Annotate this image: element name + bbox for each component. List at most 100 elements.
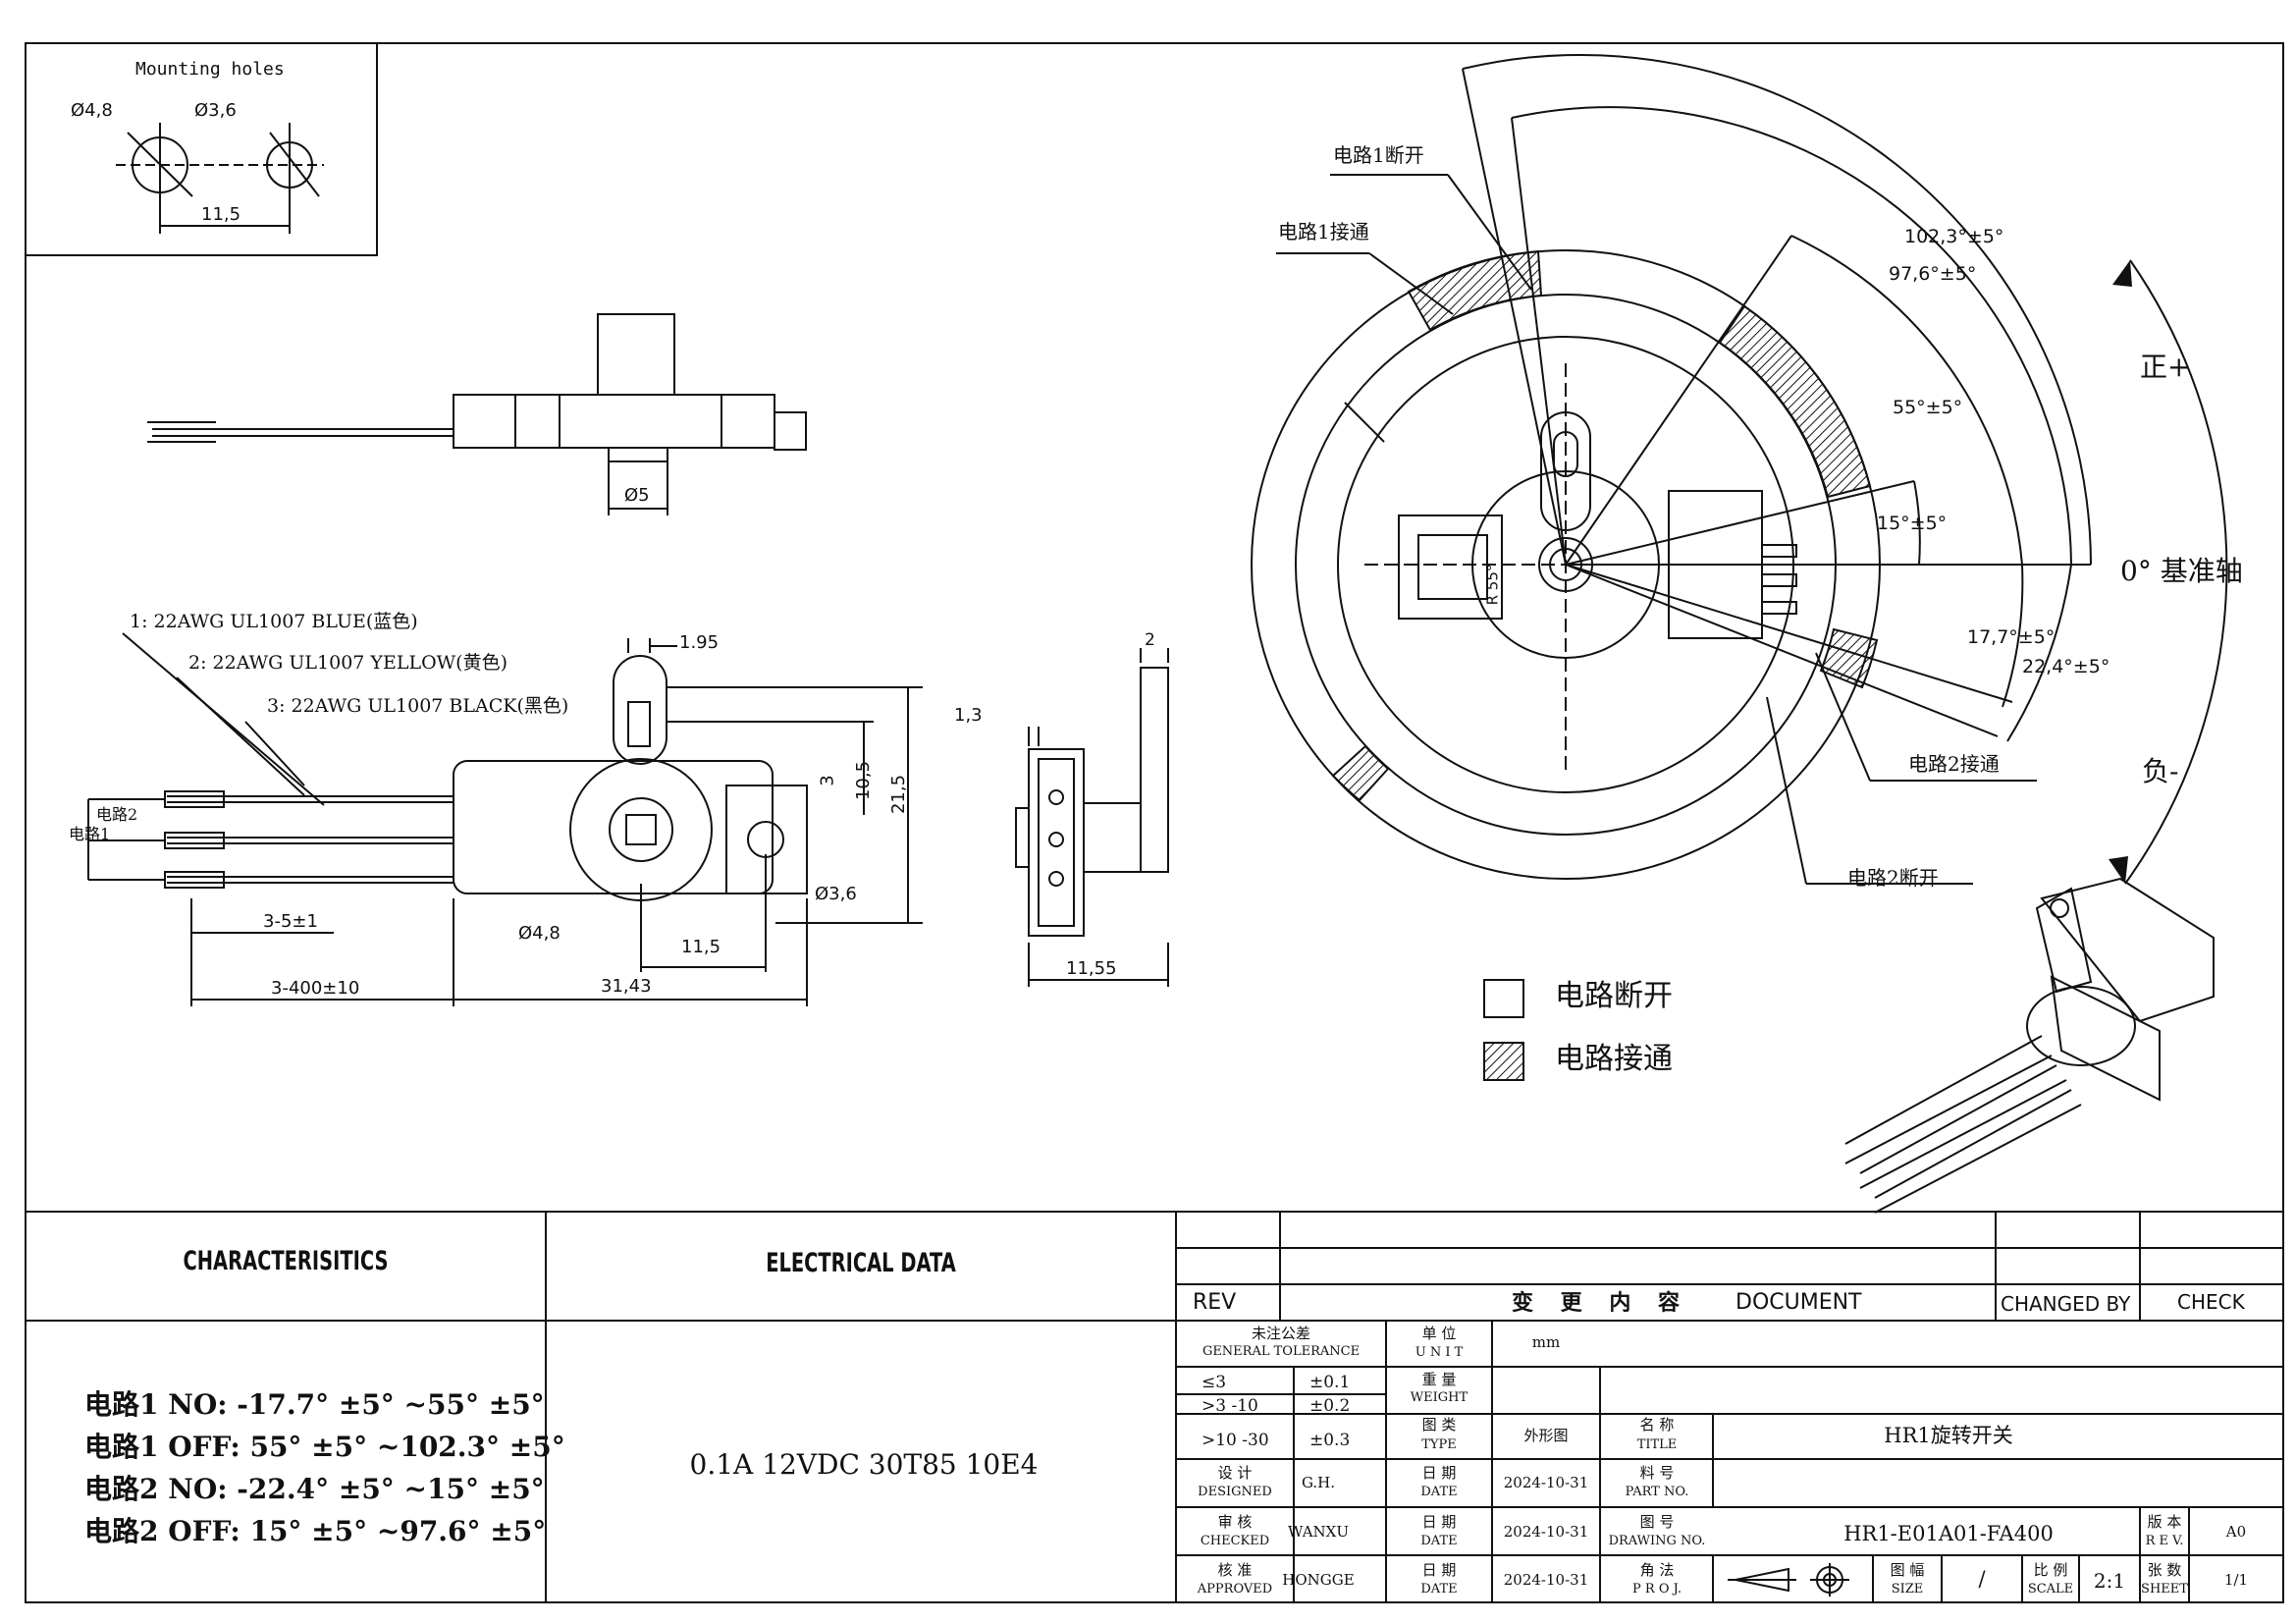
- size-value: /: [1978, 1567, 1986, 1591]
- approved-en: APPROVED: [1197, 1582, 1273, 1597]
- title-cn: 名 称: [1639, 1416, 1675, 1434]
- tol-range-3: >10 -30: [1201, 1431, 1269, 1450]
- scale-value: 2:1: [2093, 1569, 2126, 1593]
- type-cn: 图 类: [1421, 1416, 1457, 1434]
- mounting-hole-spacing: 11,5: [201, 204, 241, 225]
- zero-reference-axis: 0° 基准轴: [2120, 555, 2243, 587]
- designed-cn: 设 计: [1217, 1464, 1253, 1482]
- wire-1-spec: 1: 22AWG UL1007 BLUE(蓝色): [130, 611, 418, 632]
- partno-en: PART NO.: [1625, 1485, 1689, 1499]
- angle-22-4: 22,4°±5°: [2022, 656, 2110, 677]
- shaft-diameter: Ø5: [624, 485, 650, 506]
- date-value-2: 2024-10-31: [1503, 1523, 1589, 1541]
- checked-value: WANXU: [1288, 1523, 1349, 1541]
- gen-tol-cn: 未注公差: [1251, 1325, 1311, 1342]
- angle-55: 55°±5°: [1893, 397, 1963, 418]
- char-line-2: 电路1 OFF: 55° ±5° ~102.3° ±5°: [84, 1431, 565, 1463]
- drawno-cn: 图 号: [1639, 1513, 1675, 1531]
- checked-cn: 审 核: [1217, 1513, 1253, 1531]
- tol-val-3: ±0.3: [1309, 1431, 1351, 1450]
- dim-11-55: 11,55: [1066, 958, 1117, 979]
- unit-en: U N I T: [1415, 1345, 1464, 1360]
- document-header: DOCUMENT: [1735, 1290, 1862, 1315]
- circuit-1-label: 电路1: [69, 825, 111, 843]
- angle-97-6: 97,6°±5°: [1889, 263, 1977, 285]
- unit-value: mm: [1531, 1333, 1561, 1351]
- sheet-cn: 张 数: [2147, 1561, 2182, 1579]
- tol-val-2: ±0.2: [1309, 1396, 1351, 1416]
- rev-header: REV: [1193, 1290, 1237, 1315]
- electrical-header: ELECTRICAL DATA: [766, 1248, 956, 1278]
- negative-direction: 负-: [2142, 755, 2179, 787]
- char-line-1: 电路1 NO: -17.7° ±5° ~55° ±5°: [84, 1388, 545, 1421]
- dim-11-5: 11,5: [681, 937, 721, 957]
- char-line-4: 电路2 OFF: 15° ±5° ~97.6° ±5°: [84, 1515, 547, 1547]
- drawing-number-value: HR1-E01A01-FA400: [1843, 1522, 2054, 1545]
- change-content-header: 变 更 内 容: [1512, 1290, 1689, 1316]
- projection-symbol-icon: [1728, 1563, 1849, 1597]
- drawno-en: DRAWING NO.: [1608, 1534, 1706, 1548]
- dim-bore-dia: Ø4,8: [518, 923, 561, 944]
- dim-wire-length: 3-400±10: [271, 978, 360, 999]
- date-en-2: DATE: [1420, 1534, 1458, 1548]
- scale-en: SCALE: [2027, 1582, 2074, 1597]
- char-line-3: 电路2 NO: -22.4° ±5° ~15° ±5°: [84, 1473, 545, 1505]
- designed-en: DESIGNED: [1198, 1485, 1272, 1499]
- size-en: SIZE: [1891, 1582, 1924, 1597]
- tol-val-1: ±0.1: [1309, 1373, 1351, 1392]
- circuit-1-on-label: 电路1接通: [1278, 220, 1369, 244]
- dim-1-3: 1,3: [954, 705, 983, 726]
- dim-strip: 3-5±1: [263, 911, 318, 932]
- weight-cn: 重 量: [1421, 1371, 1457, 1388]
- partno-cn: 料 号: [1639, 1464, 1675, 1482]
- check-header: CHECK: [2177, 1290, 2245, 1314]
- proj-cn: 角 法: [1639, 1561, 1675, 1579]
- dim-3: 3: [817, 775, 838, 786]
- dim-2: 2: [1145, 630, 1155, 650]
- date-en-1: DATE: [1420, 1485, 1458, 1499]
- approved-cn: 核 准: [1217, 1561, 1253, 1579]
- date-value-3: 2024-10-31: [1503, 1571, 1589, 1589]
- circuit-2-label: 电路2: [96, 805, 138, 824]
- r55-marking: R 55°: [1483, 564, 1502, 606]
- revno-value: A0: [2225, 1523, 2247, 1541]
- angle-102-3: 102,3°±5°: [1904, 226, 2004, 247]
- electrical-value: 0.1A 12VDC 30T85 10E4: [689, 1448, 1039, 1481]
- title-value: HR1旋转开关: [1884, 1424, 2013, 1447]
- date-cn-1: 日 期: [1421, 1464, 1457, 1482]
- date-cn-2: 日 期: [1421, 1513, 1457, 1531]
- dim-body-length: 31,43: [601, 976, 652, 997]
- changed-by-header: CHANGED BY: [2001, 1292, 2131, 1316]
- checked-en: CHECKED: [1200, 1534, 1270, 1548]
- circuit-1-off-label: 电路1断开: [1333, 143, 1424, 167]
- size-cn: 图 幅: [1890, 1561, 1925, 1579]
- title-en: TITLE: [1636, 1437, 1678, 1452]
- dim-10-5: 10,5: [853, 760, 875, 801]
- circuit-2-off-label: 电路2断开: [1847, 866, 1939, 890]
- mounting-hole-dia-2: Ø3,6: [194, 100, 237, 121]
- revno-cn: 版 本: [2147, 1513, 2182, 1531]
- legend-open: 电路断开: [1555, 979, 1673, 1013]
- designed-value: G.H.: [1301, 1474, 1336, 1491]
- revno-en: R E V.: [2145, 1534, 2184, 1548]
- positive-direction: 正+: [2140, 351, 2191, 383]
- type-en: TYPE: [1421, 1437, 1457, 1452]
- scale-cn: 比 例: [2033, 1561, 2068, 1579]
- proj-en: P R O J.: [1632, 1582, 1682, 1597]
- date-cn-3: 日 期: [1421, 1561, 1457, 1579]
- wire-2-spec: 2: 22AWG UL1007 YELLOW(黄色): [188, 652, 508, 674]
- circuit-2-on-label: 电路2接通: [1908, 752, 2000, 776]
- characteristics-header: CHARACTERISITICS: [183, 1246, 389, 1276]
- legend-closed: 电路接通: [1555, 1042, 1673, 1076]
- dim-1-95: 1.95: [679, 632, 720, 653]
- tol-range-1: ≤3: [1201, 1373, 1227, 1392]
- weight-en: WEIGHT: [1410, 1390, 1468, 1405]
- mounting-holes-title: Mounting holes: [135, 59, 285, 80]
- type-value: 外形图: [1523, 1427, 1569, 1444]
- mounting-hole-dia-1: Ø4,8: [71, 100, 113, 121]
- date-value-1: 2024-10-31: [1503, 1474, 1589, 1491]
- date-en-3: DATE: [1420, 1582, 1458, 1597]
- approved-value: HONGGE: [1282, 1571, 1355, 1589]
